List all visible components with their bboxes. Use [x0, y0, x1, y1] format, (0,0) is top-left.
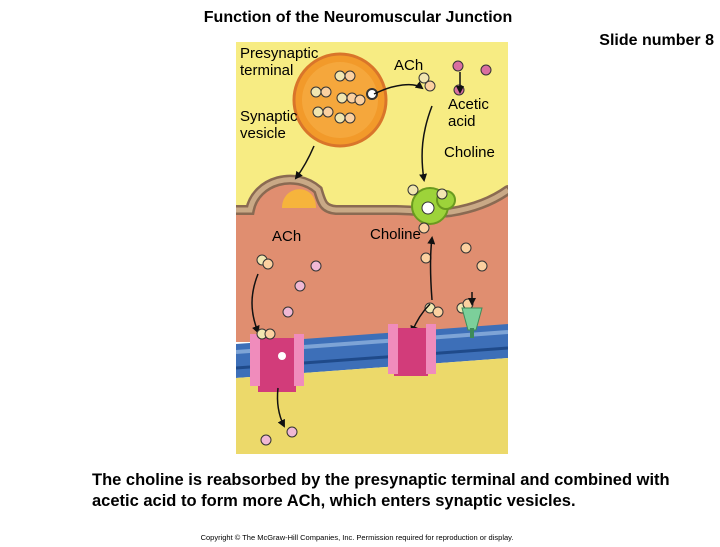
arrow-to-choline: [419, 105, 433, 182]
acetylcholinesterase-enzyme: [407, 184, 456, 234]
arrow-ach-to-receptor: [251, 273, 260, 334]
label-acetic-acid: Acetic acid: [448, 96, 489, 130]
label-choline-cleft: Choline: [370, 226, 421, 243]
ach-receptor-middle: [388, 324, 436, 376]
slide-number: Slide number 8: [599, 32, 714, 49]
caption: The choline is reabsorbed by the presyna…: [92, 471, 670, 510]
arrow-choline-reuptake: [427, 236, 436, 301]
copyright-notice: Copyright © The McGraw-Hill Companies, I…: [200, 533, 514, 542]
label-ach-top: ACh: [394, 57, 424, 74]
label-presynaptic-terminal: Presynaptic terminal: [240, 45, 319, 79]
arrow-vesicle-release: [294, 145, 315, 180]
ach-receptor-left: [250, 328, 304, 392]
label-ach-cleft: ACh: [272, 228, 302, 245]
arrow-into-muscle: [276, 387, 285, 428]
green-receptor: [461, 307, 483, 338]
slide-title: Function of the Neuromuscular Junction: [203, 9, 513, 26]
vesicle-ach-molecules: [310, 70, 378, 124]
neuromuscular-junction-diagram: Presynaptic terminal ACh Acetic acid Syn…: [236, 42, 508, 454]
fused-vesicle: [282, 189, 316, 208]
arrow-ach-release: [373, 81, 424, 95]
label-choline-top: Choline: [444, 144, 495, 161]
label-synaptic-vesicle: Synaptic vesicle: [240, 108, 298, 142]
